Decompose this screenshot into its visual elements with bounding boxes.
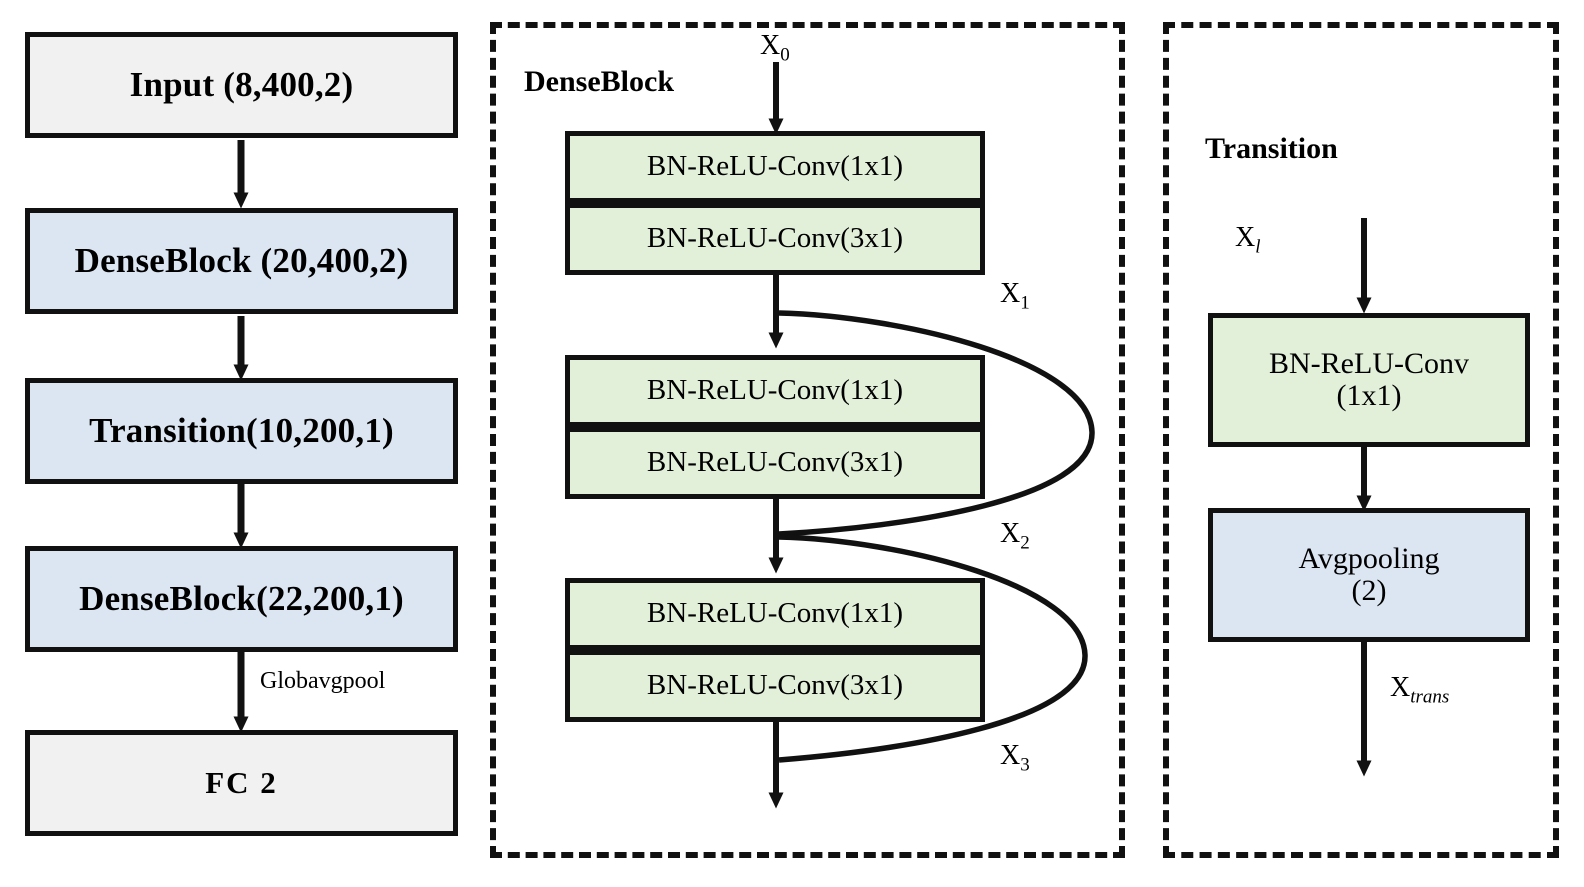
node-fc-label: FC 2 bbox=[205, 765, 278, 801]
node-transition-1-label: Transition(10,200,1) bbox=[89, 411, 394, 451]
label-x2: X2 bbox=[1000, 518, 1030, 555]
label-xl-sub: l bbox=[1255, 236, 1261, 258]
node-denseblock-2[interactable]: DenseBlock(22,200,1) bbox=[25, 546, 458, 652]
dense-layer-2-conv1x1[interactable]: BN-ReLU-Conv(1x1) bbox=[565, 355, 985, 427]
label-x1-base: X bbox=[1000, 278, 1021, 309]
dense-layer-1-conv1x1-label: BN-ReLU-Conv(1x1) bbox=[646, 150, 904, 183]
dense-layer-3-conv1x1-label: BN-ReLU-Conv(1x1) bbox=[646, 597, 904, 630]
transition-bn-relu-conv[interactable]: BN-ReLU-Conv (1x1) bbox=[1208, 313, 1530, 447]
label-x0-base: X bbox=[760, 30, 781, 61]
transition-panel bbox=[1163, 22, 1559, 858]
node-denseblock-1-label: DenseBlock (20,400,2) bbox=[74, 241, 409, 281]
label-x0-sub: 0 bbox=[780, 44, 790, 66]
node-transition-1[interactable]: Transition(10,200,1) bbox=[25, 378, 458, 484]
label-xl: Xl bbox=[1235, 222, 1261, 259]
transition-panel-title: Transition bbox=[1205, 132, 1338, 165]
node-input[interactable]: Input (8,400,2) bbox=[25, 32, 458, 138]
node-fc[interactable]: FC 2 bbox=[25, 730, 458, 836]
label-x1-sub: 1 bbox=[1020, 292, 1030, 314]
label-x3-sub: 3 bbox=[1020, 754, 1030, 776]
label-x2-sub: 2 bbox=[1020, 532, 1030, 554]
dense-layer-2-conv3x1-label: BN-ReLU-Conv(3x1) bbox=[646, 446, 904, 479]
label-x0: X0 bbox=[760, 30, 790, 67]
dense-layer-3-conv1x1[interactable]: BN-ReLU-Conv(1x1) bbox=[565, 578, 985, 650]
dense-layer-1-conv3x1-label: BN-ReLU-Conv(3x1) bbox=[646, 222, 904, 255]
denseblock-panel bbox=[490, 22, 1125, 858]
label-x3-base: X bbox=[1000, 740, 1021, 771]
label-x1: X1 bbox=[1000, 278, 1030, 315]
transition-avgpooling-line2: (2) bbox=[1351, 574, 1387, 607]
dense-layer-3-conv3x1-label: BN-ReLU-Conv(3x1) bbox=[646, 669, 904, 702]
transition-avgpooling-line1: Avgpooling bbox=[1298, 541, 1440, 575]
dense-layer-1-conv1x1[interactable]: BN-ReLU-Conv(1x1) bbox=[565, 131, 985, 203]
transition-bn-relu-conv-line2: (1x1) bbox=[1336, 379, 1402, 412]
denseblock-panel-title: DenseBlock bbox=[524, 65, 674, 98]
label-x3: X3 bbox=[1000, 740, 1030, 777]
node-input-label: Input (8,400,2) bbox=[129, 65, 354, 105]
label-xtrans-base: X bbox=[1390, 672, 1411, 703]
transition-avgpooling[interactable]: Avgpooling (2) bbox=[1208, 508, 1530, 642]
label-x2-base: X bbox=[1000, 518, 1021, 549]
label-xtrans: Xtrans bbox=[1390, 672, 1449, 709]
edge-label-globavgpool: Globavgpool bbox=[260, 668, 386, 694]
dense-layer-2-conv3x1[interactable]: BN-ReLU-Conv(3x1) bbox=[565, 427, 985, 499]
label-xtrans-sub: trans bbox=[1410, 686, 1450, 708]
transition-bn-relu-conv-line1: BN-ReLU-Conv bbox=[1269, 346, 1469, 380]
dense-layer-2-conv1x1-label: BN-ReLU-Conv(1x1) bbox=[646, 374, 904, 407]
dense-layer-1-conv3x1[interactable]: BN-ReLU-Conv(3x1) bbox=[565, 203, 985, 275]
label-xl-base: X bbox=[1235, 222, 1256, 253]
node-denseblock-2-label: DenseBlock(22,200,1) bbox=[79, 579, 404, 619]
node-denseblock-1[interactable]: DenseBlock (20,400,2) bbox=[25, 208, 458, 314]
dense-layer-3-conv3x1[interactable]: BN-ReLU-Conv(3x1) bbox=[565, 650, 985, 722]
